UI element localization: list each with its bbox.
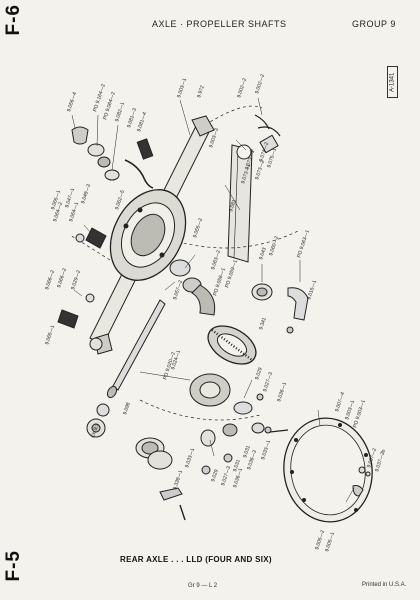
part-number-label: 9.003—1 (176, 77, 188, 98)
part-number-label: PO 9.059—1 (224, 259, 239, 289)
part-number-label: 9.081—3 (126, 107, 138, 128)
part-number-label: 9.031 (232, 459, 242, 473)
part-number-label: 9.098 (122, 402, 132, 416)
part-number-label: 9.062—5 (114, 189, 126, 210)
part-number-label: 9.082—1 (114, 101, 126, 122)
part-number-label: 9.036—1 (276, 381, 288, 402)
part-number-label: 9.027—3 (262, 371, 274, 392)
figure-caption: REAR AXLE . . . LLD (FOUR AND SIX) (120, 555, 272, 564)
part-number-label: 9.029 (254, 367, 264, 381)
part-number-label: 9.002—2 (254, 73, 266, 94)
part-number-label: 9.066—2 (44, 269, 56, 290)
part-number-label: 9.073—2 (254, 159, 266, 180)
page-code-bottom: F-5 (3, 550, 24, 582)
page-footer: Gr 9 — L 2 (188, 583, 218, 589)
part-number-label: 9.057—2 (172, 279, 184, 300)
part-number-label: PO 9.056—1 (212, 267, 227, 297)
part-number-label: 9.031 (242, 445, 252, 459)
propeller-shaft (227, 114, 281, 263)
part-number-label: 9.081 (228, 199, 238, 213)
part-number-label: 9.007—4 (334, 391, 346, 412)
hub-parts-left (57, 126, 154, 351)
part-number-label: 9.015—1 (306, 279, 318, 300)
part-number-label: 9.033—1 (184, 447, 196, 468)
part-number-label: 9.005—1 (324, 531, 336, 552)
part-number-label: 9.027—3 (220, 465, 232, 486)
part-number-label: 9.002—2 (236, 77, 248, 98)
printed-in-note: Printed in U.S.A. (362, 582, 407, 588)
part-number-label: 9.338—1 (172, 469, 184, 490)
rear-cover (283, 417, 373, 523)
part-number-label: 9.081—4 (136, 111, 148, 132)
part-number-label: 9.055—2 (192, 217, 204, 238)
part-number-label: 9.043 (258, 247, 268, 261)
part-number-label: 9.075—1 (266, 147, 278, 168)
part-number-label: 9.060—2 (268, 235, 280, 256)
part-number-label: 9.033—1 (260, 439, 272, 460)
part-number-label: 9.056—4 (66, 91, 78, 112)
leader-lines (71, 97, 355, 503)
part-number-label: 9.073—1 (240, 163, 252, 184)
part-number-label: 9.065—1 (44, 324, 56, 345)
part-number-label: 9.029—2 (70, 269, 82, 290)
part-number-label: 9.341 (258, 317, 268, 331)
part-number-label: 9.029 (210, 469, 220, 483)
part-number-label: 9.048—3 (80, 183, 92, 204)
part-number-label: Ch 9.3 (90, 423, 100, 439)
group-label: GROUP 9 (352, 19, 396, 29)
part-number-label: PO 9.063—1 (296, 229, 311, 259)
page-title: AXLE · PROPELLER SHAFTS (152, 19, 287, 29)
brake-parts (86, 403, 186, 521)
axle-shaft (106, 299, 166, 399)
part-number-label: 9.066—2 (56, 267, 68, 288)
part-number-label: 9.972 (196, 85, 206, 99)
part-number-label: 9.003—3 (208, 127, 220, 148)
differential-gears (169, 259, 289, 475)
pinion-bearing-parts (251, 283, 309, 334)
axle-housing (89, 115, 215, 355)
